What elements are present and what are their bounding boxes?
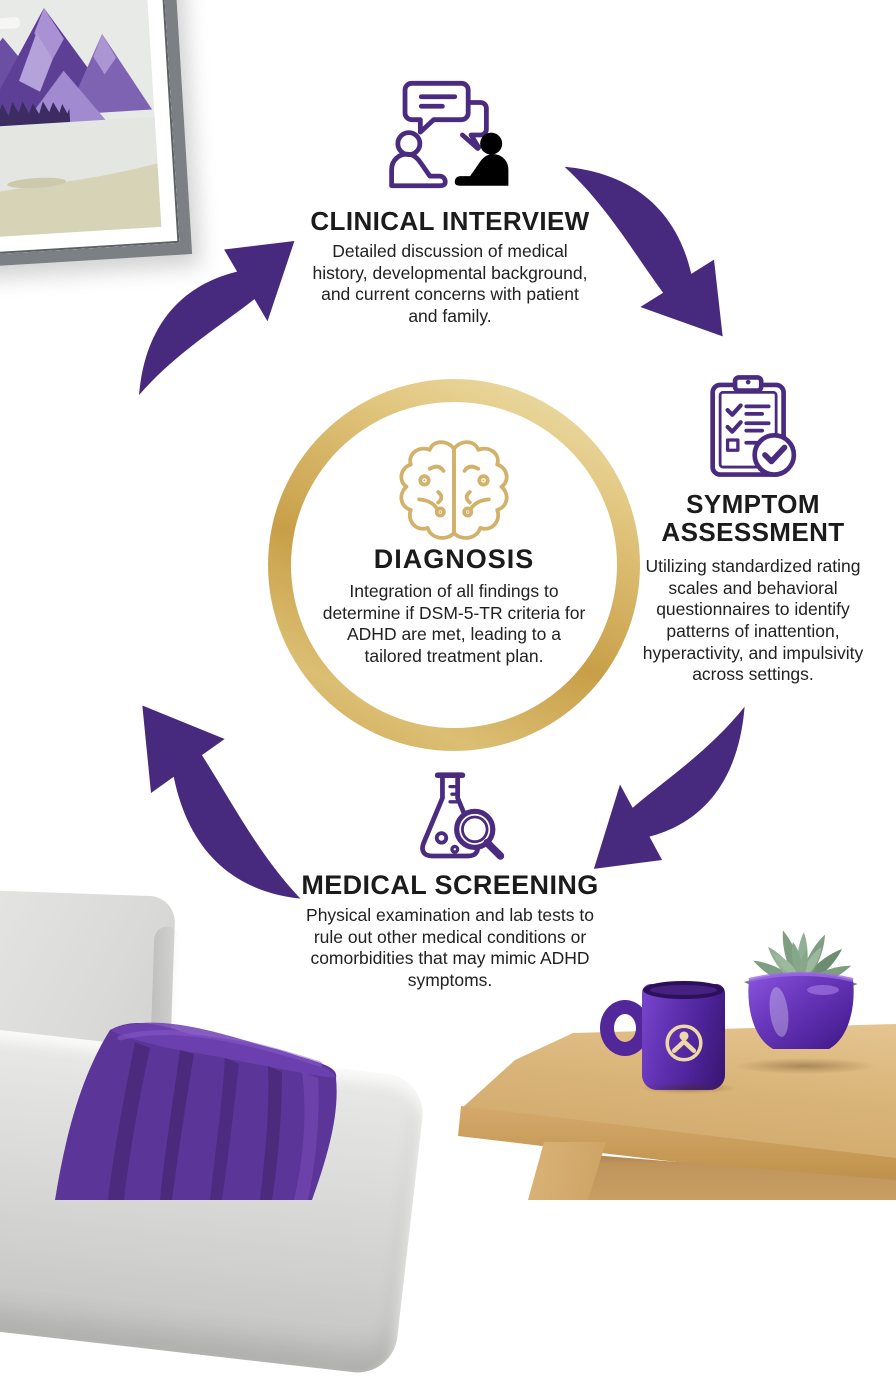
step-title-clinical-interview: CLINICAL INTERVIEW (310, 206, 590, 236)
step-desc-medical-screening: Physical examination and lab tests to ru… (306, 905, 594, 991)
mug-body (642, 981, 725, 1090)
step-desc-symptom-assessment: Utilizing standardized rating scales and… (642, 556, 864, 685)
cycle-arrow-left-up (135, 212, 300, 402)
cycle-arrow-right-down (588, 700, 748, 900)
purple-pot (748, 973, 854, 1049)
step-desc-clinical-interview: Detailed discussion of medical history, … (312, 241, 588, 327)
center-title-diagnosis: DIAGNOSIS (373, 544, 535, 574)
mug-shadow (640, 1082, 736, 1094)
checklist-icon (710, 375, 797, 477)
person-logo-icon (665, 1024, 703, 1062)
cycle-arrow-bottom-left (112, 698, 307, 903)
mountain-art-image (0, 0, 162, 239)
framed-mountain-art (0, 0, 193, 270)
step-title-medical-screening: MEDICAL SCREENING (301, 870, 599, 900)
flask-magnifier-icon (420, 772, 505, 860)
pot-shadow (735, 1058, 875, 1074)
conversation-icon (389, 80, 517, 206)
adhd-diagnosis-infographic: { "infographic": { "center": { "title": … (0, 0, 896, 1200)
mug-rim (643, 981, 724, 999)
succulent-plant (743, 930, 858, 1049)
purple-throw-blanket (55, 1022, 337, 1200)
center-desc-diagnosis: Integration of all findings to determine… (322, 581, 586, 667)
brain-icon (399, 440, 509, 540)
step-title-symptom-assessment: SYMPTOM ASSESSMENT (661, 489, 845, 548)
diagnosis-ring: DIAGNOSIS Integration of all findings to… (268, 379, 640, 751)
purple-mug (598, 980, 730, 1095)
